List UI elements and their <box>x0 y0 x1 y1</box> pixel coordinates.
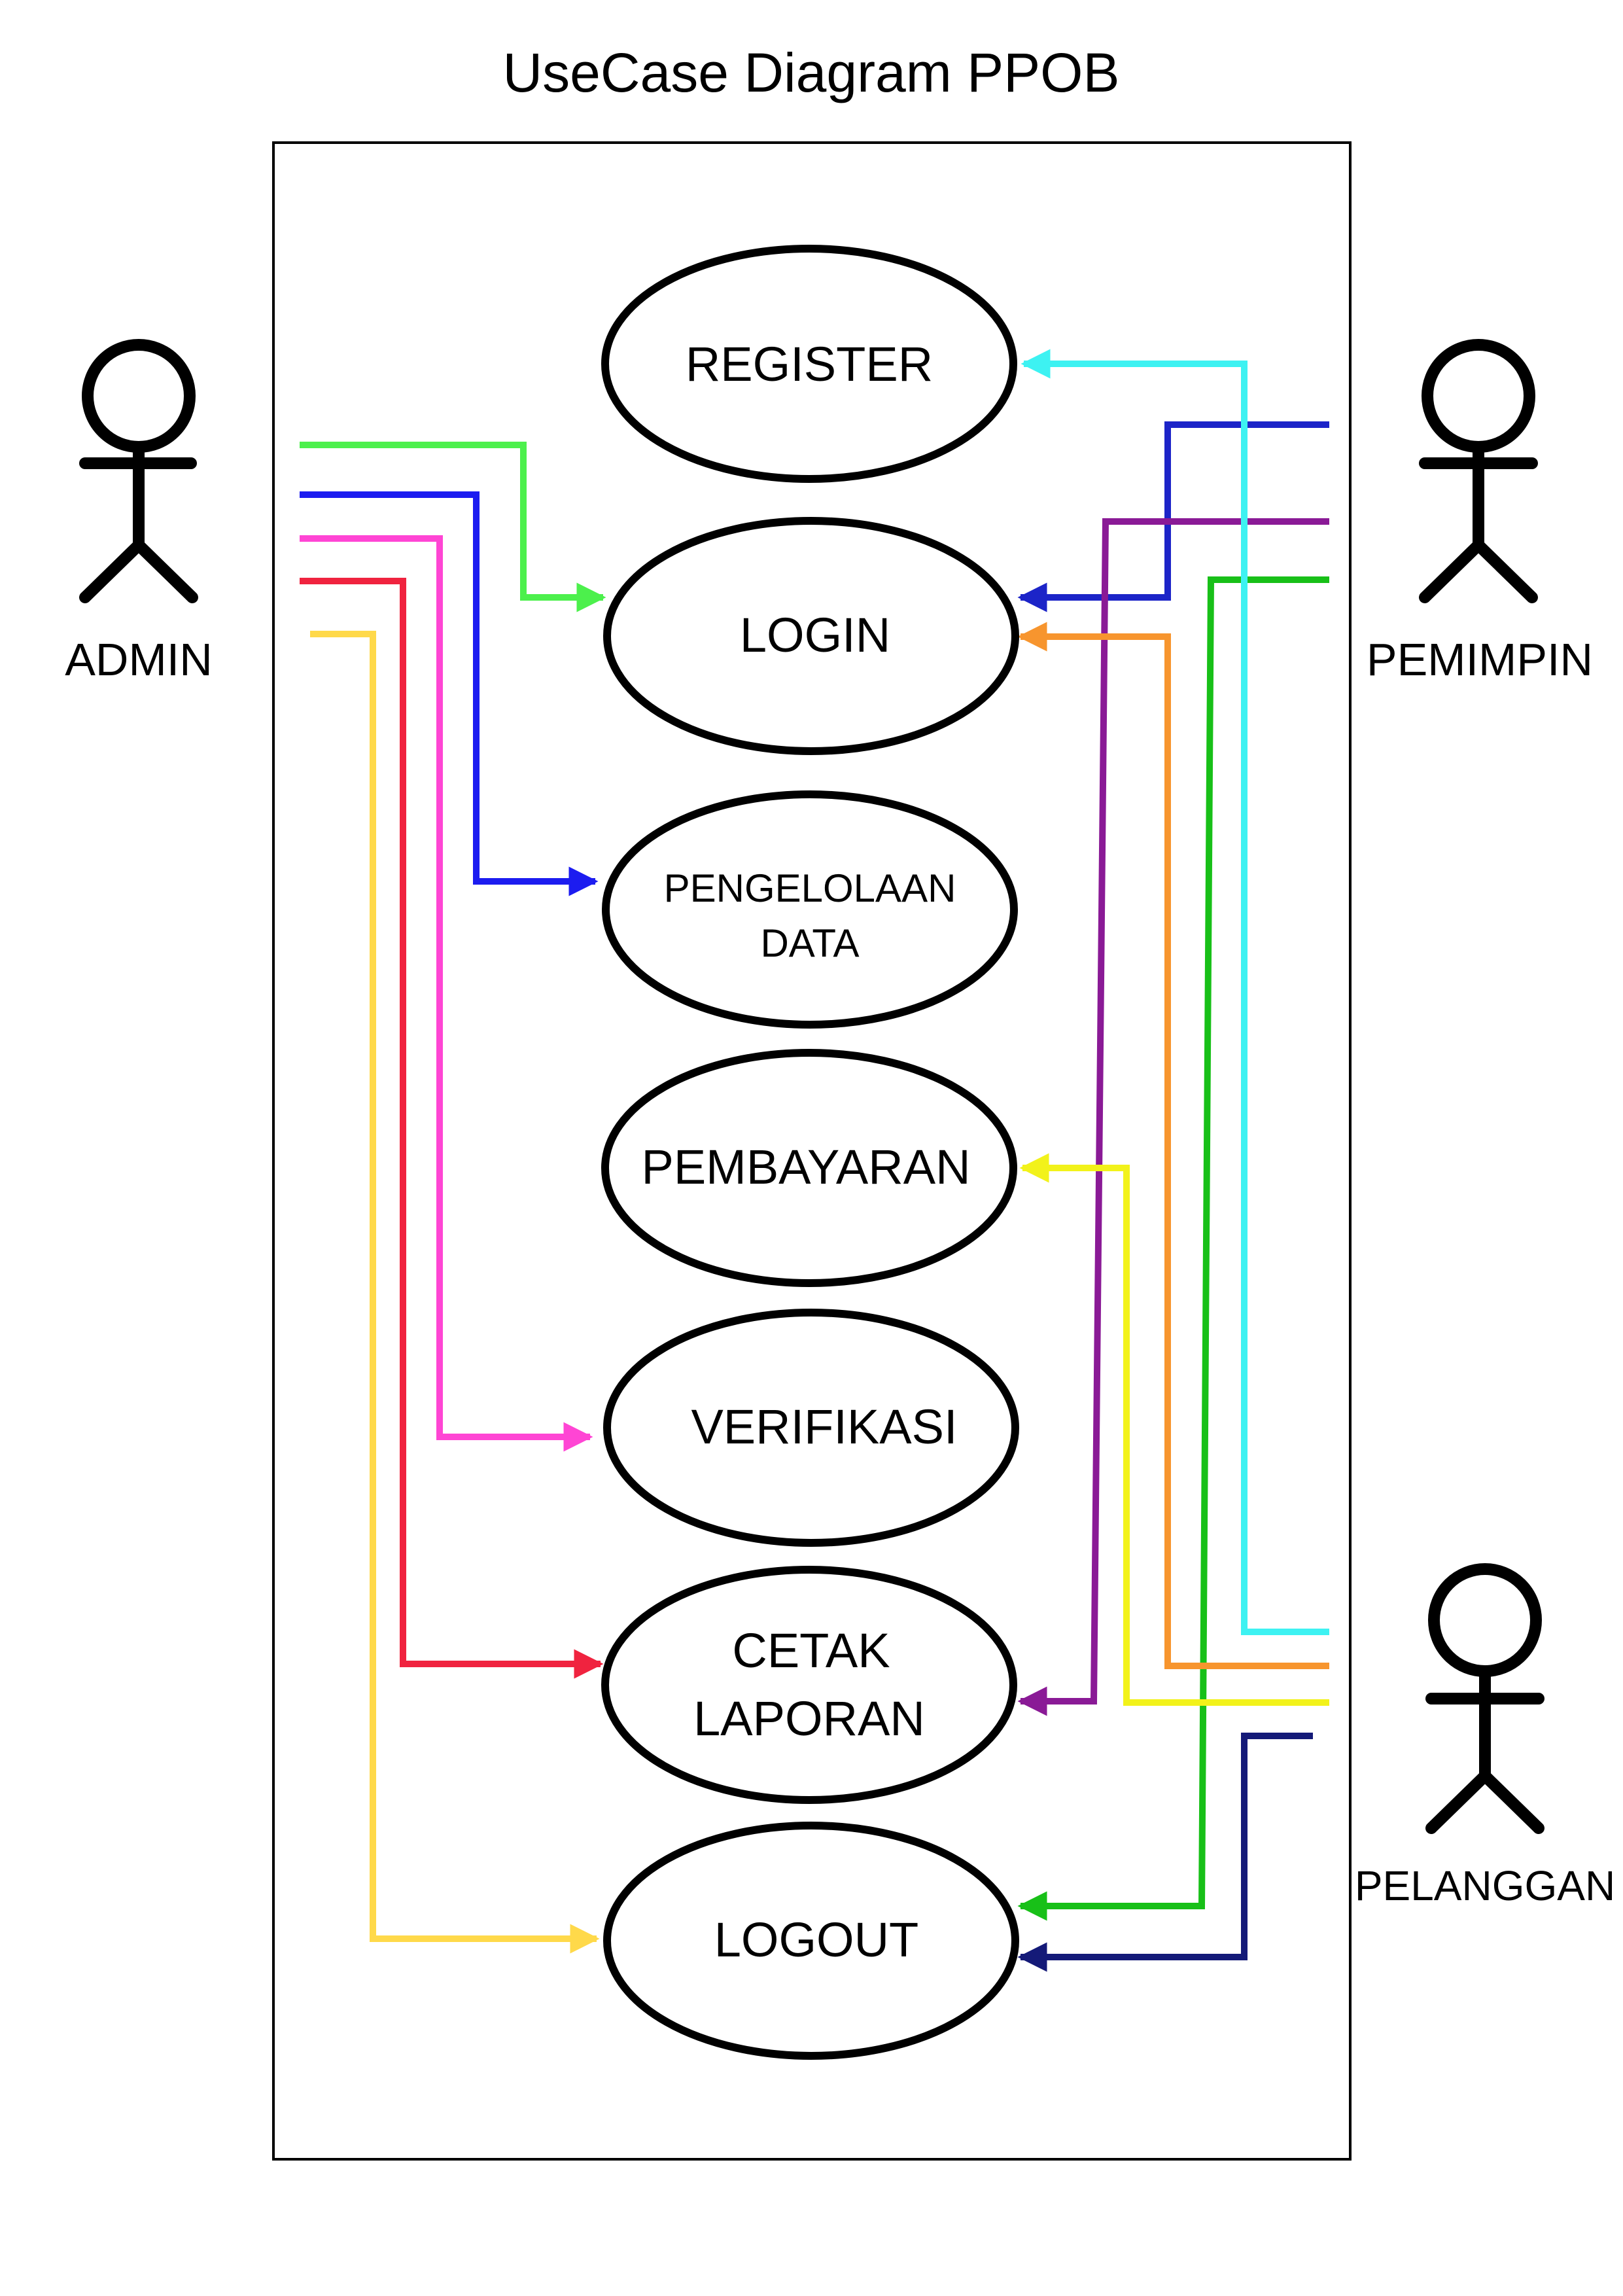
use-case-label: REGISTER <box>686 337 933 391</box>
assoc-admin-verifikasi <box>300 535 593 1452</box>
use-case-label: PEMBAYARAN <box>641 1140 970 1194</box>
assoc-pelanggan-register <box>1021 349 1329 1635</box>
actor-label: PEMIMPIN <box>1367 634 1593 685</box>
use-case-oval <box>603 517 1019 755</box>
assoc-pelanggan-pembayaran <box>1019 1153 1329 1706</box>
use-case-oval <box>603 1309 1019 1547</box>
stick-figure-icon <box>1425 1563 1544 1834</box>
use-case-label-line1: CETAK <box>732 1623 890 1678</box>
use-case-label-line2: DATA <box>760 921 859 965</box>
assoc-pelanggan-login <box>1017 622 1329 1669</box>
assoc-admin-login <box>300 442 606 612</box>
assoc-admin-pengelolaan-data <box>300 491 599 896</box>
use-case-label-line2: LAPORAN <box>693 1691 925 1746</box>
use-case-login[interactable]: LOGIN <box>603 517 1019 755</box>
use-case-oval <box>601 245 1017 483</box>
use-case-logout[interactable]: LOGOUT <box>603 1822 1019 2060</box>
use-case-register[interactable]: REGISTER <box>601 245 1017 483</box>
assoc-admin-cetak-laporan <box>300 578 604 1679</box>
use-case-label: LOGOUT <box>714 1913 918 1967</box>
stick-figure-icon <box>1419 339 1538 603</box>
use-case-oval <box>603 1822 1019 2060</box>
use-case-oval <box>601 1566 1017 1804</box>
use-case-oval <box>602 790 1018 1029</box>
diagram-title: UseCase Diagram PPOB <box>503 42 1120 103</box>
assoc-pelanggan-logout <box>1017 1733 1313 1972</box>
use-case-label-line1: PENGELOLAAN <box>664 866 956 910</box>
stick-figure-icon <box>79 339 198 603</box>
assoc-admin-logout <box>310 631 600 1954</box>
use-case-verifikasi[interactable]: VERIFIKASI <box>603 1309 1019 1547</box>
system-boundary <box>272 141 1352 2161</box>
actor-admin[interactable]: ADMIN <box>65 339 213 685</box>
use-case-oval <box>601 1049 1017 1287</box>
actor-label: PELANGGAN <box>1355 1862 1615 1909</box>
actor-pemimpin[interactable]: PEMIMPIN <box>1367 339 1593 685</box>
use-case-cetak-laporan[interactable]: CETAK LAPORAN <box>601 1566 1017 1804</box>
assoc-pemimpin-login <box>1017 421 1329 612</box>
use-case-pengelolaan-data[interactable]: PENGELOLAAN DATA <box>602 790 1018 1029</box>
use-case-label: VERIFIKASI <box>691 1400 957 1454</box>
actor-label: ADMIN <box>65 634 213 685</box>
use-case-pembayaran[interactable]: PEMBAYARAN <box>601 1049 1017 1287</box>
associations <box>300 349 1329 1972</box>
assoc-pemimpin-cetak-laporan <box>1017 518 1329 1716</box>
use-case-label: LOGIN <box>740 608 890 662</box>
actor-pelanggan[interactable]: PELANGGAN <box>1355 1563 1615 1909</box>
assoc-pemimpin-logout <box>1017 576 1329 1921</box>
